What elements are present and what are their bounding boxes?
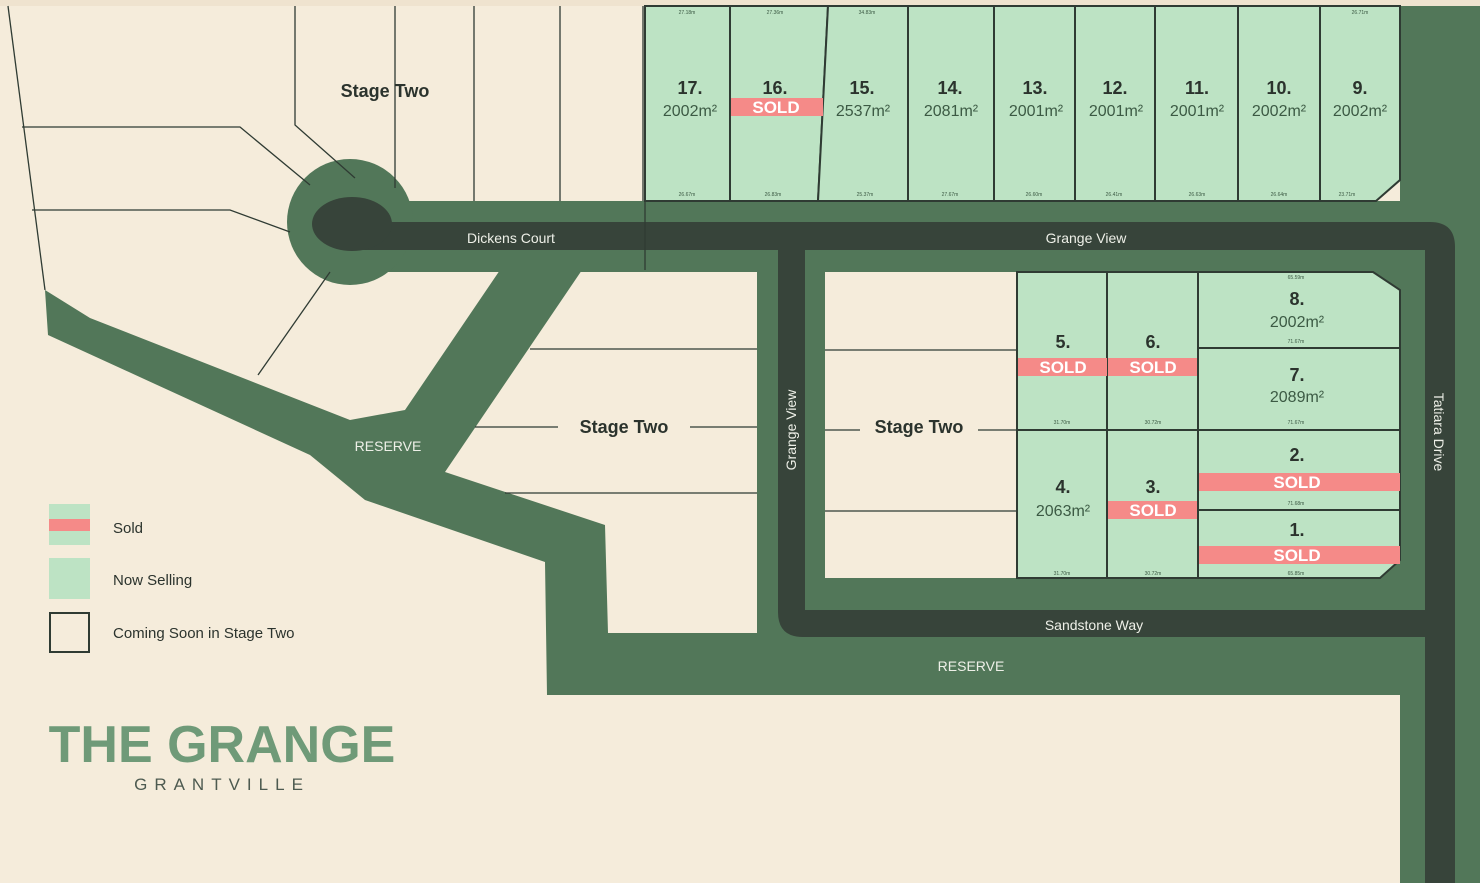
stage-two-boundaries: [7, 5, 1017, 512]
svg-text:13.: 13.: [1022, 78, 1047, 98]
lot-2[interactable]: [1197, 429, 1401, 511]
svg-text:9.: 9.: [1352, 78, 1367, 98]
svg-text:26.64m: 26.64m: [1271, 192, 1288, 198]
svg-text:30.72m: 30.72m: [1145, 571, 1162, 577]
stage-two-label-north: Stage Two: [341, 81, 430, 101]
sold-bars: [731, 98, 1400, 564]
svg-text:SOLD: SOLD: [1273, 546, 1320, 565]
sold-bar-1: [1199, 546, 1400, 564]
svg-text:2.: 2.: [1289, 445, 1304, 465]
svg-text:27.18m: 27.18m: [679, 10, 696, 16]
svg-text:7.: 7.: [1289, 365, 1304, 385]
svg-text:2001m²: 2001m²: [1170, 103, 1225, 120]
svg-text:27.67m: 27.67m: [942, 192, 959, 198]
logo-subtitle: GRANTVILLE: [134, 775, 310, 794]
reserve-label-west: RESERVE: [355, 438, 422, 454]
sold-bar-6: [1108, 358, 1197, 376]
sold-bar-16: [731, 98, 823, 116]
sold-bar-2: [1199, 473, 1400, 491]
svg-text:65.85m: 65.85m: [1288, 571, 1305, 577]
stage-two-block-central: [610, 272, 757, 632]
top-border: [0, 0, 1480, 6]
stage-two-label-east: Stage Two: [875, 417, 964, 437]
svg-text:31.70m: 31.70m: [1054, 420, 1071, 426]
svg-text:17.: 17.: [677, 78, 702, 98]
svg-text:SOLD: SOLD: [1129, 501, 1176, 520]
svg-text:6.: 6.: [1145, 332, 1160, 352]
logo: THE GRANGE GRANTVILLE: [49, 716, 396, 794]
svg-text:71.67m: 71.67m: [1288, 339, 1305, 345]
lot-labels: 17.2002m² 16.SOLD 15.2537m² 14.2081m² 13…: [663, 78, 1388, 565]
svg-text:SOLD: SOLD: [1039, 358, 1086, 377]
svg-text:2089m²: 2089m²: [1270, 389, 1325, 406]
svg-text:27.36m: 27.36m: [767, 10, 784, 16]
svg-text:23.71m: 23.71m: [1339, 192, 1356, 198]
svg-text:5.: 5.: [1055, 332, 1070, 352]
svg-text:65.59m: 65.59m: [1288, 275, 1305, 281]
reserve-area-south: [547, 633, 1400, 695]
svg-text:4.: 4.: [1055, 477, 1070, 497]
svg-text:26.83m: 26.83m: [765, 192, 782, 198]
svg-text:2001m²: 2001m²: [1009, 103, 1064, 120]
lot-9[interactable]: [1319, 5, 1401, 202]
legend: Sold Now Selling Coming Soon in Stage Tw…: [49, 504, 295, 653]
legend-label-now-selling: Now Selling: [113, 572, 192, 589]
svg-text:11.: 11.: [1185, 78, 1209, 98]
legend-swatch-coming-soon: [49, 612, 90, 653]
legend-label-coming-soon: Coming Soon in Stage Two: [113, 625, 295, 642]
svg-text:26.41m: 26.41m: [1106, 192, 1123, 198]
svg-text:26.60m: 26.60m: [1026, 192, 1043, 198]
sold-bar-5: [1018, 358, 1107, 376]
svg-text:2063m²: 2063m²: [1036, 503, 1091, 520]
legend-swatch-now-selling: [49, 558, 90, 599]
roads: [312, 197, 1455, 883]
svg-text:14.: 14.: [937, 78, 962, 98]
svg-text:2001m²: 2001m²: [1089, 103, 1144, 120]
svg-text:16.: 16.: [762, 78, 787, 98]
svg-text:25.37m: 25.37m: [857, 192, 874, 198]
svg-text:26.63m: 26.63m: [1189, 192, 1206, 198]
svg-text:34.83m: 34.83m: [859, 10, 876, 16]
svg-text:71.67m: 71.67m: [1288, 420, 1305, 426]
svg-text:12.: 12.: [1102, 78, 1127, 98]
svg-text:1.: 1.: [1289, 520, 1304, 540]
svg-text:SOLD: SOLD: [1129, 358, 1176, 377]
svg-text:3.: 3.: [1145, 477, 1160, 497]
lot-8[interactable]: [1197, 271, 1401, 349]
dimension-labels: 27.18m 26.67m 27.36m 26.83m 34.83m 25.37m 2…: [679, 10, 1369, 577]
lots-inner-block: [1016, 271, 1401, 579]
road-label-dickens-court: Dickens Court: [467, 230, 555, 246]
road-label-grange-view: Grange View: [1046, 230, 1128, 246]
reserve-label-south: RESERVE: [938, 658, 1005, 674]
svg-text:2002m²: 2002m²: [663, 103, 718, 120]
svg-text:30.72m: 30.72m: [1145, 420, 1162, 426]
svg-text:26.67m: 26.67m: [679, 192, 696, 198]
svg-text:2002m²: 2002m²: [1252, 103, 1307, 120]
svg-text:2537m²: 2537m²: [836, 103, 891, 120]
dickens-court-cul-de-sac: [312, 197, 392, 251]
svg-text:31.70m: 31.70m: [1054, 571, 1071, 577]
svg-text:2002m²: 2002m²: [1270, 314, 1325, 331]
stage-two-block-east: [825, 272, 1017, 578]
legend-label-sold: Sold: [113, 520, 143, 537]
svg-text:8.: 8.: [1289, 289, 1304, 309]
road-label-tatiara-drive: Tatiara Drive: [1431, 393, 1447, 472]
svg-text:26.71m: 26.71m: [1352, 10, 1369, 16]
svg-text:15.: 15.: [849, 78, 874, 98]
sold-bar-3: [1108, 501, 1197, 519]
reserve-area-west: [45, 270, 778, 695]
svg-text:71.68m: 71.68m: [1288, 501, 1305, 507]
road-label-sandstone-way: Sandstone Way: [1045, 617, 1143, 633]
svg-text:SOLD: SOLD: [752, 98, 799, 117]
svg-text:SOLD: SOLD: [1273, 473, 1320, 492]
svg-text:2002m²: 2002m²: [1333, 103, 1388, 120]
road-label-grange-view-vertical: Grange View: [783, 389, 799, 471]
stage-two-label-central: Stage Two: [580, 417, 669, 437]
svg-text:2081m²: 2081m²: [924, 103, 979, 120]
svg-text:10.: 10.: [1266, 78, 1291, 98]
logo-title: THE GRANGE: [49, 716, 396, 774]
